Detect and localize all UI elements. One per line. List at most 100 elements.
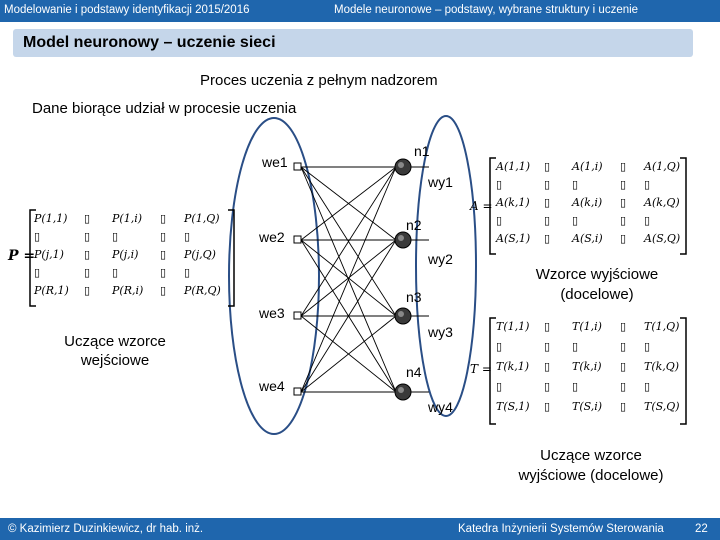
connection-line bbox=[300, 166, 397, 393]
connection-line bbox=[300, 166, 397, 317]
course-title: Modelowanie i podstawy identyfikacji 201… bbox=[4, 4, 250, 16]
matrix-a-cell: A(k,i) bbox=[572, 196, 603, 209]
matrix-a-cell: A(S,i) bbox=[572, 232, 603, 245]
matrix-t-cell: ▯ bbox=[644, 380, 651, 393]
matrix-a-cell: ▯ bbox=[644, 178, 651, 191]
slide-title-box: Model neuronowy – uczenie sieci bbox=[13, 29, 693, 57]
matrix-a-cell: A(k,1) bbox=[496, 196, 530, 209]
matrix-a-cell: ▯ bbox=[544, 196, 551, 209]
matrix-t-cell: T(k,1) bbox=[496, 360, 530, 373]
matrix-p-cell: ▯ bbox=[160, 212, 167, 225]
matrix-a-cell: ▯ bbox=[496, 214, 503, 227]
matrix-p-cell: ▯ bbox=[112, 230, 119, 243]
matrix-t-cell: T(1,Q) bbox=[644, 320, 680, 333]
matrix-p-cell: P(j,Q) bbox=[184, 248, 216, 261]
neuron-label-2: n2 bbox=[406, 217, 422, 233]
matrix-p-cell: ▯ bbox=[184, 230, 191, 243]
matrix-t-cell: ▯ bbox=[544, 400, 551, 413]
matrix-p-cell: P(1,i) bbox=[112, 212, 142, 225]
matrix-t-cell: ▯ bbox=[620, 400, 627, 413]
input-label-3: we3 bbox=[259, 305, 285, 321]
matrix-t-cell: ▯ bbox=[620, 340, 627, 353]
inputs-caption-line2: wejściowe bbox=[80, 352, 150, 369]
input-node bbox=[293, 235, 302, 244]
matrix-p-cell: P(j,i) bbox=[112, 248, 139, 261]
neuron-highlight bbox=[398, 311, 404, 317]
outputs-caption-line1: Wzorce wyjściowe bbox=[535, 266, 659, 283]
neuron-label-3: n3 bbox=[406, 289, 422, 305]
matrix-a-cell: A(S,1) bbox=[496, 232, 531, 245]
neuron-label-1: n1 bbox=[414, 143, 430, 159]
matrix-a-cell: A(k,Q) bbox=[644, 196, 680, 209]
matrix-a-cell: ▯ bbox=[620, 196, 627, 209]
matrix-a-cell: ▯ bbox=[544, 178, 551, 191]
matrix-t-cell: ▯ bbox=[620, 380, 627, 393]
matrix-p-cell: P(j,1) bbox=[34, 248, 64, 261]
neuron-highlight bbox=[398, 235, 404, 241]
matrix-p-cell: ▯ bbox=[34, 266, 41, 279]
matrix-t-cell: ▯ bbox=[544, 360, 551, 373]
matrix-t-cell: T(S,Q) bbox=[644, 400, 680, 413]
matrix-p-cell: ▯ bbox=[160, 284, 167, 297]
matrix-t-cell: T(1,1) bbox=[496, 320, 530, 333]
slide-subtitle: Proces uczenia z pełnym nadzorem bbox=[200, 72, 438, 89]
output-label-3: wy3 bbox=[428, 324, 453, 340]
matrix-a-cell: ▯ bbox=[620, 232, 627, 245]
neuron-highlight bbox=[398, 387, 404, 393]
inputs-caption-line1: Uczące wzorce bbox=[64, 333, 166, 350]
matrix-a-cell: ▯ bbox=[620, 214, 627, 227]
matrix-t-cell: ▯ bbox=[544, 320, 551, 333]
matrix-a-left-bracket bbox=[489, 157, 496, 255]
matrix-a-cell: A(1,Q) bbox=[644, 160, 681, 173]
matrix-a-cell: ▯ bbox=[572, 214, 579, 227]
connection-line bbox=[300, 239, 397, 393]
input-node bbox=[293, 387, 302, 396]
targets-caption-line2: wyjściowe (docelowe) bbox=[518, 467, 664, 484]
outputs-caption-line2: (docelowe) bbox=[560, 286, 634, 303]
footer-author: © Kazimierz Duzinkiewicz, dr hab. inż. bbox=[8, 523, 204, 535]
output-label-2: wy2 bbox=[428, 251, 453, 267]
output-label-1: wy1 bbox=[428, 174, 453, 190]
lecture-title: Modele neuronowe – podstawy, wybrane str… bbox=[334, 4, 639, 16]
matrix-t-cell: ▯ bbox=[620, 320, 627, 333]
matrix-p-cell: P(R,Q) bbox=[184, 284, 221, 297]
matrix-a-cell: ▯ bbox=[572, 178, 579, 191]
footer-department: Katedra Inżynierii Systemów Sterowania bbox=[458, 523, 664, 535]
matrix-p-cell: ▯ bbox=[160, 266, 167, 279]
matrix-a-cell: A(1,1) bbox=[496, 160, 531, 173]
matrix-p-cell: ▯ bbox=[34, 230, 41, 243]
matrix-p-cell: ▯ bbox=[84, 230, 91, 243]
matrix-p-cell: ▯ bbox=[84, 212, 91, 225]
matrix-t-cell: ▯ bbox=[620, 360, 627, 373]
matrix-t-cell: T(k,Q) bbox=[644, 360, 680, 373]
matrix-p-cell: ▯ bbox=[84, 248, 91, 261]
matrix-t-cell: T(k,i) bbox=[572, 360, 602, 373]
matrix-a-cell: ▯ bbox=[544, 160, 551, 173]
matrix-t-cell: ▯ bbox=[544, 340, 551, 353]
matrix-t-cell: ▯ bbox=[572, 380, 579, 393]
matrix-t-cell: ▯ bbox=[572, 340, 579, 353]
matrix-t-cell: ▯ bbox=[496, 380, 503, 393]
slide-title: Model neuronowy – uczenie sieci bbox=[23, 34, 276, 51]
matrix-p-cell: ▯ bbox=[184, 266, 191, 279]
matrix-a-right-bracket bbox=[680, 157, 687, 255]
matrix-p-symbol: P = bbox=[8, 248, 36, 264]
input-node bbox=[293, 162, 302, 171]
header-bar: Modelowanie i podstawy identyfikacji 201… bbox=[0, 0, 720, 22]
matrix-a-cell: ▯ bbox=[544, 232, 551, 245]
matrix-p-cell: P(1,Q) bbox=[184, 212, 220, 225]
matrix-p-cell: ▯ bbox=[160, 248, 167, 261]
matrix-p-left-bracket bbox=[29, 209, 36, 307]
matrix-t-symbol: T = bbox=[470, 362, 492, 376]
output-label-4: wy4 bbox=[428, 399, 453, 415]
matrix-a-cell: ▯ bbox=[644, 214, 651, 227]
input-label-2: we2 bbox=[259, 229, 285, 245]
matrix-t-cell: ▯ bbox=[544, 380, 551, 393]
matrix-p-right-bracket bbox=[228, 209, 235, 307]
output-group-ellipse bbox=[415, 115, 477, 417]
neuron-label-4: n4 bbox=[406, 364, 422, 380]
matrix-p-cell: ▯ bbox=[160, 230, 167, 243]
matrix-a-cell: A(S,Q) bbox=[644, 232, 681, 245]
input-node bbox=[293, 311, 302, 320]
